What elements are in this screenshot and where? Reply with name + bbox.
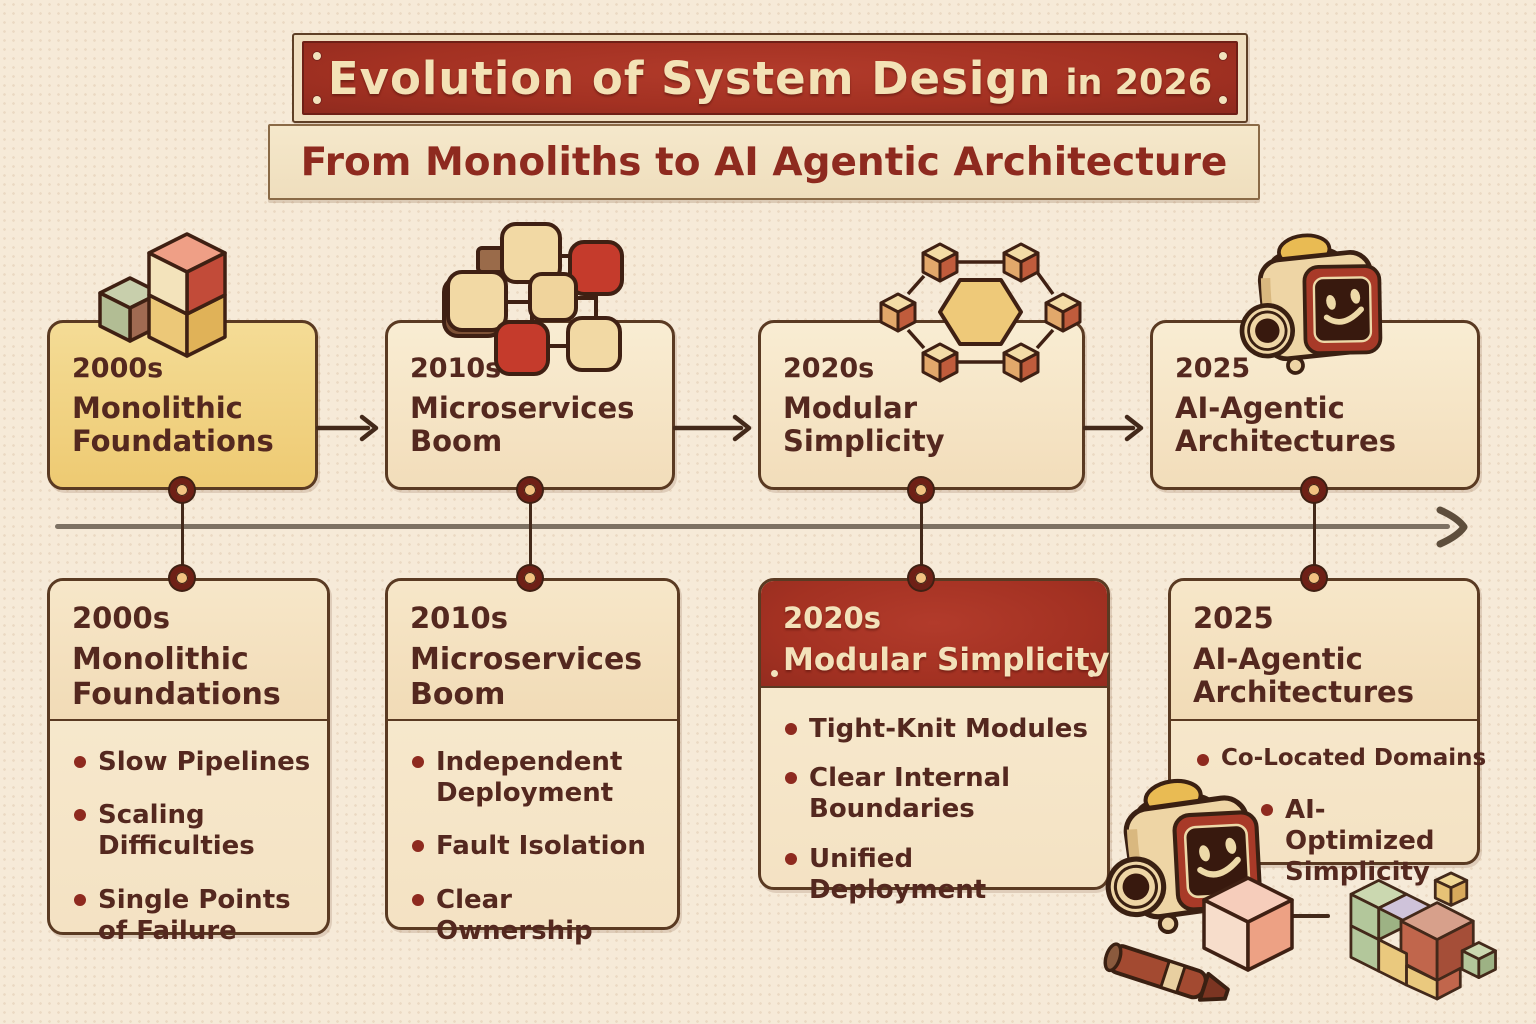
list-item: Scaling Difficulties [74,800,311,862]
detail-card-2010s: 2010s Microservices Boom Independent Dep… [385,578,680,946]
bullet-text: Single Points of Failure [98,884,291,946]
list-item: Slow Pipelines [74,747,311,778]
stage-connector [181,490,184,578]
detail-card-header-highlighted: 2020s Modular Simplicity [761,581,1110,688]
robot-head-icon [1239,233,1383,375]
bullet-dot-icon [785,723,797,735]
stage-year: 2020s [783,601,881,635]
list-item: AI-Optimized Simplicity [1261,795,1467,889]
illustration-connector-line [1288,914,1330,918]
list-item: Clear Ownership [412,885,661,947]
arrow-right-icon [316,414,379,442]
subtitle-banner: From Monoliths to AI Agentic Architectur… [268,124,1260,200]
stage-year: 2025 [1175,353,1251,384]
timeline-arrowhead-icon [1436,506,1468,548]
screw-icon [313,52,321,60]
timeline-node-dot [909,478,933,502]
list-item: Unified Deployment [785,844,1091,906]
stage-title: Monolithic Foundations [72,642,281,712]
bullet-dot-icon [74,893,86,906]
stage-title: Modular Simplicity [783,391,945,459]
stage-year: 2010s [410,601,508,635]
bullet-text: Clear Ownership [436,884,593,946]
bullet-text: Scaling Difficulties [98,800,255,862]
list-item: Co-Located Domains [1197,745,1486,773]
page-title: Evolution of System Design in 2026 [328,52,1212,105]
timeline-node-dot [518,478,542,502]
stage-year: 2020s [783,353,875,384]
timeline-node-dot [909,566,933,590]
detail-card-header: 2000s Monolithic Foundations [50,581,327,721]
stage-year: 2025 [1193,601,1274,635]
stage-title: Microservices Boom [410,642,643,712]
list-item: Tight-Knit Modules [785,714,1091,745]
bullet-dot-icon [1261,803,1273,816]
connected-services-icon [442,222,624,376]
list-item: Independent Deployment [412,747,661,809]
stage-year: 2000s [72,353,164,384]
timeline-node-dot [170,478,194,502]
bullet-text: Clear Internal Boundaries [809,763,1011,825]
bullet-text: Unified Deployment [809,843,987,905]
screw-icon [313,96,321,104]
detail-card-header: 2010s Microservices Boom [388,581,677,721]
list-item: Fault Isolation [412,831,661,862]
bullet-text: AI-Optimized Simplicity [1285,794,1435,887]
bullet-dot-icon [74,809,86,822]
title-banner-plate: Evolution of System Design in 2026 [302,41,1238,115]
stacked-cubes-icon [98,232,227,358]
timeline-node-dot [1302,566,1326,590]
pin-dot-icon [771,670,778,677]
modular-blocks-illustration [1349,871,1497,1001]
timeline-axis [55,524,1450,529]
stage-title: Modular Simplicity [783,642,1110,678]
arrow-right-icon [1083,414,1144,442]
timeline-node-dot [1302,478,1326,502]
stage-title: Monolithic Foundations [72,391,274,459]
bullet-text: Fault Isolation [436,831,646,862]
detail-card-body: Tight-Knit Modules Clear Internal Bounda… [761,688,1107,906]
stage-connector [1313,490,1316,578]
list-item: Single Points of Failure [74,885,311,947]
stage-connector [529,490,532,578]
stage-year: 2000s [72,601,170,635]
timeline-node-dot [170,566,194,590]
bullet-dot-icon [412,893,424,906]
detail-card-header: 2025 AI-Agentic Architectures [1171,581,1477,721]
detail-card-2020s: 2020s Modular Simplicity Tight-Knit Modu… [758,578,1110,905]
hexagon-module-network-icon [879,242,1082,383]
page-title-main: Evolution of System Design [327,51,1052,105]
bullet-dot-icon [1197,754,1209,766]
bullet-text: Tight-Knit Modules [809,714,1088,744]
stage-title: AI-Agentic Architectures [1193,642,1414,710]
bullet-text: Independent Deployment [436,747,623,809]
bullet-text: Slow Pipelines [98,747,311,777]
bullet-dot-icon [412,756,424,768]
screw-icon [1219,96,1227,104]
bullet-text: Co-Located Domains [1221,745,1487,771]
detail-card-2000s: 2000s Monolithic Foundations Slow Pipeli… [47,578,330,946]
bullet-dot-icon [785,772,797,785]
page-title-suffix: in 2026 [1065,62,1213,103]
stage-title: Microservices Boom [410,391,635,459]
timeline-node-dot [518,566,542,590]
detail-card-body: Slow Pipelines Scaling Difficulties Sing… [50,721,327,947]
bullet-dot-icon [74,756,86,768]
title-banner: Evolution of System Design in 2026 [292,33,1248,123]
bullet-dot-icon [412,840,424,853]
arrow-right-icon [673,414,752,442]
page-subtitle: From Monoliths to AI Agentic Architectur… [300,139,1228,185]
bullet-dot-icon [785,852,797,865]
stage-title: AI-Agentic Architectures [1175,391,1396,459]
stage-year: 2010s [410,353,502,384]
detail-card-body: Co-Located Domains AI-Optimized Simplici… [1171,721,1486,889]
pin-dot-icon [1088,670,1095,677]
list-item: Clear Internal Boundaries [785,763,1091,825]
screw-icon [1219,52,1227,60]
stage-connector [920,490,923,578]
detail-card-body: Independent Deployment Fault Isolation C… [388,721,677,947]
pink-cube-illustration [1202,876,1294,972]
